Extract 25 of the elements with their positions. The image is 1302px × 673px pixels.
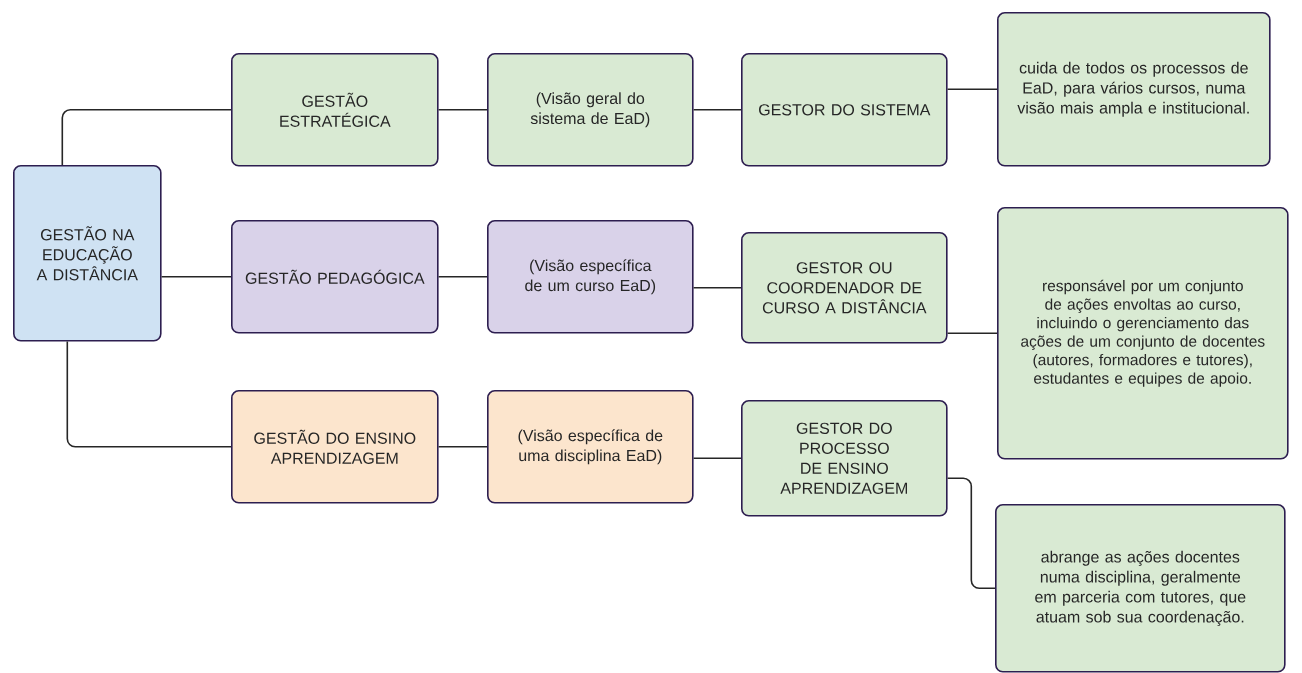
process-box: (Visão geral do sistema de EaD)	[487, 53, 694, 167]
description-box: abrange as ações docentes numa disciplina, geralmente em parceria com tutores, que atuam sob sua coordenação.	[995, 504, 1286, 673]
connector-line	[437, 276, 488, 278]
description-box: responsável por um conjunto de ações envoltas ao curso, incluindo o gerenciamento das ações de um conjunto de docentes (autores, formadores e tutores), estudantes e equipes de apoio.	[997, 207, 1289, 460]
connector-line	[692, 457, 742, 460]
connector-line	[946, 332, 998, 335]
connector-line	[946, 477, 996, 590]
connector-line	[160, 276, 232, 278]
process-box: GESTOR DO PROCESSO DE ENSINO APRENDIZAGEM	[741, 400, 948, 517]
connector-line	[946, 88, 998, 91]
process-box: (Visão específica de uma disciplina EaD)	[487, 390, 694, 504]
process-box: GESTÃO PEDAGÓGICA	[231, 220, 439, 334]
connector-line	[437, 446, 488, 448]
topic-box: GESTÃO NA EDUCAÇÃO A DISTÂNCIA	[13, 165, 162, 342]
connector-line	[692, 109, 742, 111]
process-box: GESTÃO ESTRATÉGICA	[231, 53, 439, 167]
process-box: GESTOR OU COORDENADOR DE CURSO A DISTÂNCIA	[741, 232, 948, 344]
process-box: GESTOR DO SISTEMA	[741, 53, 948, 167]
connector-line	[437, 109, 488, 111]
connector-line	[66, 340, 232, 448]
connector-line	[61, 109, 232, 166]
process-box: (Visão específica de um curso EaD)	[487, 220, 694, 334]
process-box: GESTÃO DO ENSINO APRENDIZAGEM	[231, 390, 439, 504]
connector-line	[692, 287, 742, 289]
description-box: cuida de todos os processos de EaD, para vários cursos, numa visão mais ampla e institucional.	[997, 12, 1271, 167]
